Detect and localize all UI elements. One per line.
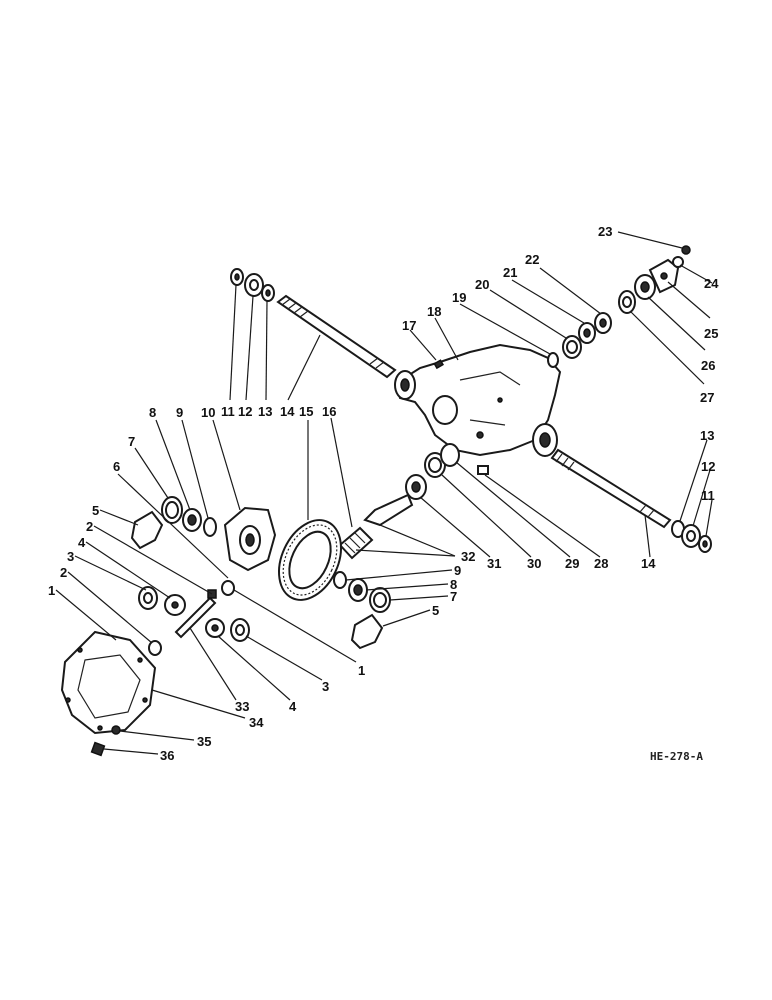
callout-13: 13 [258,404,272,419]
callout-3: 3 [67,549,74,564]
pinion-gear-4-left [164,594,186,616]
callout-33: 33 [235,699,249,714]
yoke-26 [634,274,656,300]
nut-24 [672,256,684,268]
callout-21: 21 [503,265,517,280]
bearing-cup-7 [161,496,183,524]
pinion-shaft-33 [174,596,217,639]
callout-11: 11 [221,404,235,419]
drain-plug-36 [90,741,106,757]
seal-22 [594,312,612,334]
fill-plug-35 [111,725,121,735]
callout-20: 20 [475,277,489,292]
callout-17: 17 [402,318,416,333]
callout-16: 16 [322,404,336,419]
bearing-cap-5-left [130,510,164,550]
callout-1: 1 [48,583,55,598]
callout-31: 31 [487,556,501,571]
washer-13-upper [261,284,275,302]
callout-30: 30 [527,556,541,571]
callout-4: 4 [289,699,297,714]
drive-pinion-16 [338,493,414,560]
axle-shaft-left [276,294,397,379]
callout-15: 15 [299,404,313,419]
callout-5: 5 [432,603,439,618]
leader-lines [55,231,713,755]
callout-24: 24 [704,276,719,291]
callout-labels: 1 1 2 2 3 3 4 4 5 5 6 7 7 8 8 9 9 10 11 … [48,224,719,763]
bearing-cup-7-right [369,587,391,613]
breather-17 [433,359,444,370]
shim-9-right [333,571,347,589]
callout-19: 19 [452,290,466,305]
cover-34 [60,630,157,735]
cotter-23 [681,245,691,255]
callout-4: 4 [78,535,86,550]
axle-housing [394,343,562,457]
bearing-cone-31 [405,474,427,500]
callout-22: 22 [525,252,539,267]
bearing-cap-5-right [350,613,384,650]
callout-8: 8 [149,405,156,420]
differential-case-10 [223,506,277,572]
callout-10: 10 [201,405,215,420]
callout-36: 36 [160,748,174,763]
callout-2: 2 [60,565,67,580]
callout-11: 11 [701,488,715,503]
callout-28: 28 [594,556,608,571]
callout-29: 29 [565,556,579,571]
seal-11-upper [230,268,244,286]
washer-27 [618,290,636,314]
callout-14: 14 [280,404,295,419]
callout-2: 2 [86,519,93,534]
callout-27: 27 [700,390,714,405]
callout-34: 34 [249,715,264,730]
side-gear-3-right [230,618,250,642]
callout-14: 14 [641,556,656,571]
bearing-12-right [681,524,701,548]
callout-5: 5 [92,503,99,518]
pinion-gear-4-right [205,618,225,638]
side-gear-3-left [138,586,158,610]
callout-7: 7 [128,434,135,449]
callout-12: 12 [238,404,252,419]
shim-19 [547,352,559,368]
callout-32: 32 [461,549,475,564]
callout-6: 6 [113,459,120,474]
callout-18: 18 [427,304,441,319]
callout-7: 7 [450,589,457,604]
callout-13: 13 [700,428,714,443]
callout-35: 35 [197,734,211,749]
callout-9: 9 [176,405,183,420]
reference-code: HE-278-A [650,750,703,763]
callout-9: 9 [454,563,461,578]
plug-28 [477,465,489,475]
seal-11-right [698,535,712,553]
callout-8: 8 [450,577,457,592]
bearing-cup-20 [562,335,582,359]
callout-25: 25 [704,326,718,341]
callout-26: 26 [701,358,715,373]
thrust-washer-1 [221,580,235,596]
shim-9 [203,517,217,537]
callout-3: 3 [322,679,329,694]
lock-pin-2 [148,640,162,656]
gasket-29 [440,443,460,467]
callout-1: 1 [358,663,365,678]
bearing-cone-8-right [348,578,368,602]
bearing-12-upper [244,273,264,297]
axle-shaft-right [550,448,672,529]
ring-gear-15 [278,519,342,601]
bearing-cone-8 [182,508,202,532]
callout-12: 12 [701,459,715,474]
bearing-cone-21 [578,322,596,344]
callout-23: 23 [598,224,612,239]
